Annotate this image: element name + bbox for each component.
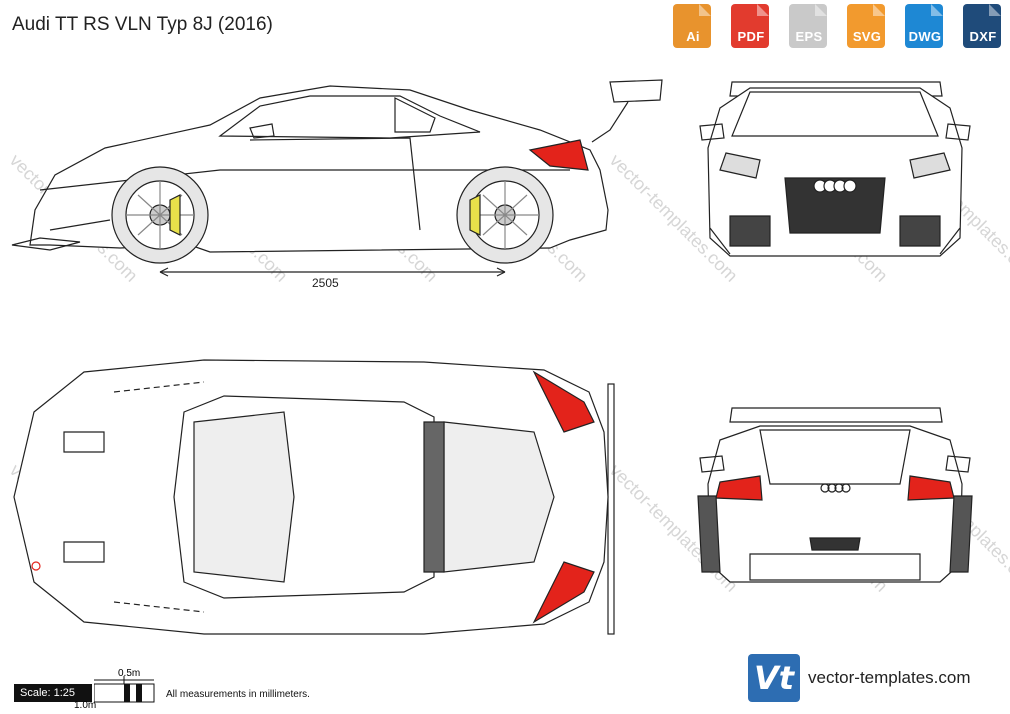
site-name[interactable]: vector-templates.com (808, 668, 971, 687)
top-view-drawing (13, 359, 615, 635)
scale-ruler (94, 676, 155, 703)
dwg-file-icon (905, 4, 943, 48)
dwg-download-button[interactable]: DWG (900, 4, 950, 48)
side-view-drawing (11, 79, 663, 277)
brand: Vt vector-templates.com (748, 654, 971, 702)
format-download-bar: Ai PDF EPS SVG DWG DXF (668, 4, 1008, 48)
eps-file-icon (789, 4, 827, 48)
wheelbase-dimension: 2505 (312, 276, 339, 290)
scale-label: Scale: 1:25 (14, 684, 92, 702)
scale-bar: Scale: 1:25 0.5m 1.0m (12, 668, 312, 712)
page-title: Audi TT RS VLN Typ 8J (2016) (12, 14, 273, 35)
measurement-note: All measurements in millimeters. (166, 689, 310, 700)
ai-file-icon (673, 4, 711, 48)
dxf-download-button[interactable]: DXF (958, 4, 1008, 48)
svg-download-button[interactable]: SVG (842, 4, 892, 48)
ai-download-button[interactable]: Ai (668, 4, 718, 48)
rear-view-drawing (697, 407, 973, 583)
pdf-download-button[interactable]: PDF (726, 4, 776, 48)
dxf-file-icon (963, 4, 1001, 48)
pdf-file-icon (731, 4, 769, 48)
front-view-drawing (699, 81, 971, 257)
eps-download-button[interactable]: EPS (784, 4, 834, 48)
scale-half-label: 0.5m (118, 668, 141, 679)
scale-full-label: 1.0m (74, 700, 97, 711)
vt-logo[interactable]: Vt (748, 654, 800, 702)
svg-file-icon (847, 4, 885, 48)
